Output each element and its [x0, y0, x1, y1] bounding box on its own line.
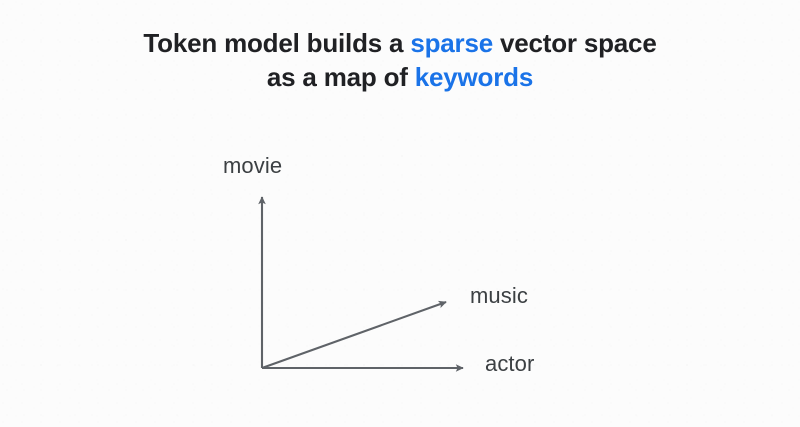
axes-svg [258, 196, 464, 372]
page-title: Token model builds a sparse vector space… [0, 26, 800, 94]
title-line-1: Token model builds a sparse vector space [0, 26, 800, 60]
axis-label-actor: actor [485, 351, 535, 376]
title-line2-segment-1: as a map of [266, 62, 415, 92]
title-line-2: as a map of keywords [0, 60, 800, 94]
title-line1-segment-1: Token model builds a [143, 28, 411, 58]
axis-label-movie: movie [223, 153, 283, 178]
vector-space-diagram: movie music actor [180, 140, 620, 410]
title-line2-highlight-keywords: keywords [414, 62, 534, 92]
title-line1-segment-3: vector space [492, 28, 657, 58]
axis-label-music: music [470, 283, 528, 308]
title-line1-highlight-sparse: sparse [410, 28, 493, 58]
axis-line-music [261, 300, 447, 369]
